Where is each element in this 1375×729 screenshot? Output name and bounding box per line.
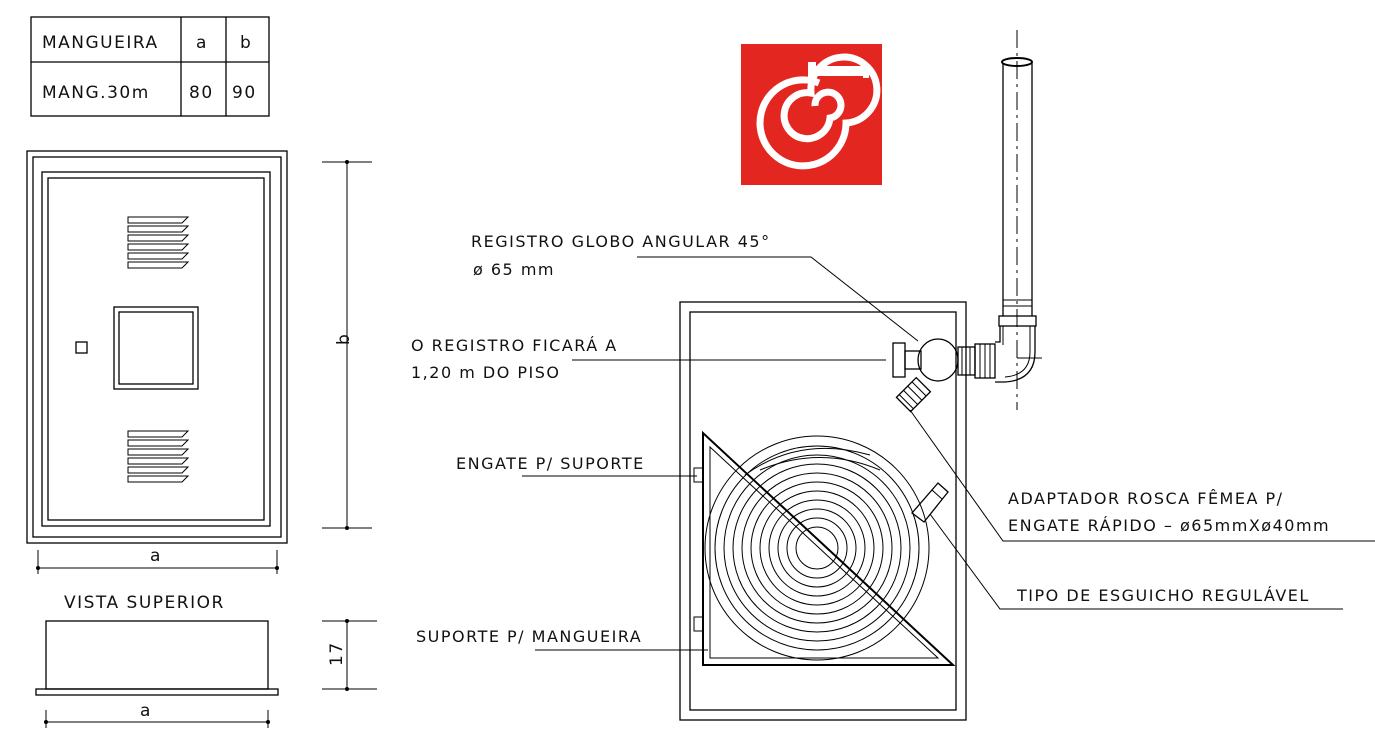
- top-view-title: VISTA SUPERIOR: [64, 593, 225, 613]
- table-cell-a: 80: [189, 83, 214, 103]
- angle-globe-valve: [892, 338, 996, 413]
- front-height-label: b: [334, 333, 354, 345]
- hook-callout: ENGATE P/ SUPORTE: [456, 454, 645, 473]
- upper-vent-icon: [127, 216, 190, 269]
- hose-table: MANGUEIRA a b MANG.30m 80 90: [30, 16, 270, 117]
- height-callout-line2: 1,20 m DO PISO: [411, 363, 561, 382]
- supply-pipe: [995, 30, 1042, 410]
- front-view: a b: [26, 150, 372, 574]
- height-callout-line1: O REGISTRO FICARÁ A: [411, 336, 618, 355]
- lower-vent-icon: [127, 430, 190, 483]
- front-width-label: a: [150, 546, 162, 566]
- fire-hose-reel-sign-icon: [741, 44, 882, 185]
- valve-callout-line1: REGISTRO GLOBO ANGULAR 45°: [471, 232, 771, 251]
- top-width-label: a: [140, 701, 152, 721]
- lock-icon: [75, 341, 88, 354]
- table-header-hose: MANGUEIRA: [42, 33, 159, 53]
- viewing-window: [113, 306, 199, 390]
- top-view: VISTA SUPERIOR a 17: [35, 593, 377, 728]
- table-cell-b: 90: [232, 83, 257, 103]
- nozzle-callout: TIPO DE ESGUICHO REGULÁVEL: [1016, 586, 1310, 605]
- valve-callout-line2: ø 65 mm: [473, 260, 555, 279]
- support-callout: SUPORTE P/ MANGUEIRA: [416, 627, 642, 646]
- cabinet-interior-view: [679, 30, 1042, 721]
- adapter-callout-line2: ENGATE RÁPIDO – ø65mmXø40mm: [1008, 516, 1330, 535]
- table-cell-hose: MANG.30m: [42, 83, 150, 103]
- table-header-b: b: [240, 33, 252, 53]
- hose-reel: [704, 435, 930, 661]
- nozzle: [911, 482, 949, 523]
- hose-support-bracket: [693, 430, 956, 666]
- top-depth-label: 17: [327, 641, 347, 666]
- adapter-callout-line1: ADAPTADOR ROSCA FÊMEA P/: [1008, 489, 1284, 508]
- table-header-a: a: [196, 33, 208, 53]
- callouts: REGISTRO GLOBO ANGULAR 45° ø 65 mm O REG…: [411, 232, 1375, 651]
